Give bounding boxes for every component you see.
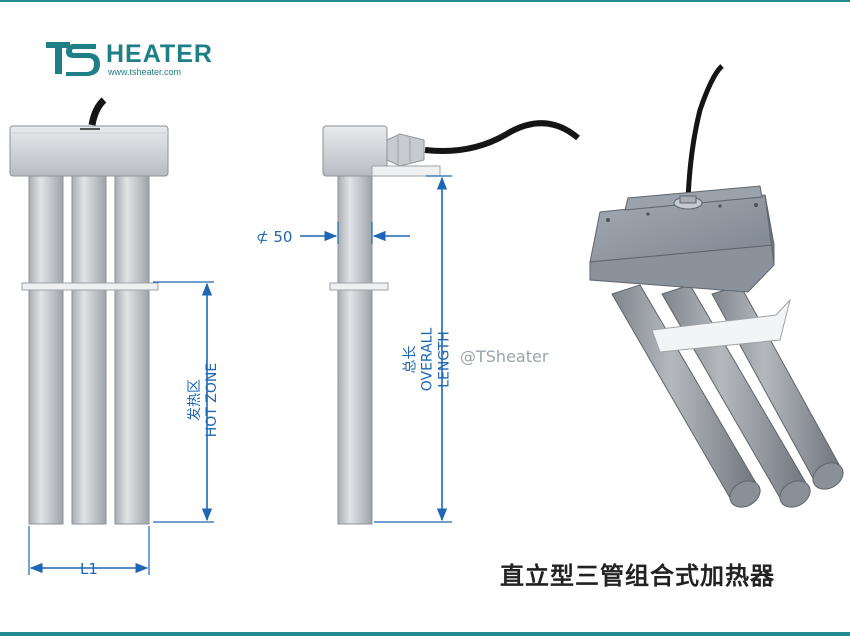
side-view bbox=[300, 120, 580, 525]
side-flange bbox=[371, 165, 441, 177]
iso-tubes bbox=[611, 284, 844, 508]
overall-length-label-en-1: OVERALL bbox=[419, 327, 436, 392]
side-cable bbox=[424, 120, 580, 154]
hot-zone-label-cn: 发热区 bbox=[187, 379, 203, 421]
brand-logo: HEATER www.tsheater.com bbox=[44, 38, 212, 82]
iso-view bbox=[589, 64, 844, 508]
hot-zone-label-en: HOT ZONE bbox=[204, 362, 220, 438]
front-view bbox=[9, 97, 214, 575]
side-support-bracket bbox=[329, 282, 389, 291]
front-tube-2 bbox=[71, 175, 107, 525]
hot-zone-label: 发热区 HOT ZONE bbox=[187, 345, 225, 455]
front-tube-3 bbox=[114, 175, 150, 525]
brand-url: www.tsheater.com bbox=[108, 67, 182, 77]
overall-length-label-en-2: LENGTH bbox=[436, 331, 453, 388]
ts-logo-mark-icon bbox=[46, 42, 100, 76]
front-cable bbox=[88, 97, 107, 126]
width-label: L1 bbox=[80, 560, 98, 578]
iso-cable bbox=[685, 64, 724, 201]
cable-gland bbox=[386, 133, 425, 167]
front-support-bracket bbox=[21, 282, 159, 291]
iso-support-bracket bbox=[651, 298, 791, 353]
front-terminal-box bbox=[9, 125, 169, 177]
diameter-label: ⊄ 50 bbox=[256, 228, 293, 246]
overall-length-label-cn: 总长 bbox=[402, 345, 419, 374]
bottom-border bbox=[0, 632, 850, 636]
iso-box-front bbox=[589, 244, 775, 293]
overall-length-label: 总长 OVERALL LENGTH bbox=[403, 305, 458, 415]
brand-name: HEATER bbox=[106, 40, 213, 68]
side-tube bbox=[337, 175, 373, 525]
product-caption: 直立型三管组合式加热器 bbox=[500, 562, 775, 590]
top-border bbox=[0, 0, 850, 2]
watermark: @TSheater bbox=[460, 347, 549, 366]
front-tube-1 bbox=[28, 175, 64, 525]
